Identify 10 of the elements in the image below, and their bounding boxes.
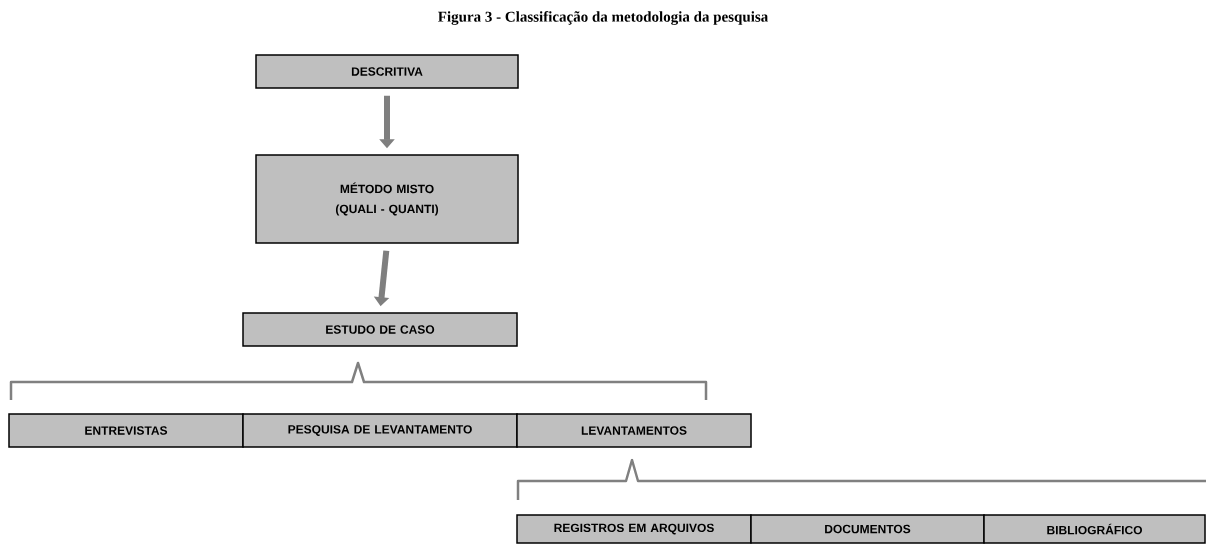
method-box: LEVANTAMENTOS — [516, 413, 752, 448]
method-box: MÉTODO MISTO (QUALI - QUANTI) — [255, 154, 519, 244]
method-box: PESQUISA DE LEVANTAMENTO — [242, 413, 518, 448]
method-box: ENTREVISTAS — [8, 413, 244, 448]
method-box: BIBLIOGRÁFICO — [983, 514, 1206, 544]
method-box: DESCRITIVA — [255, 54, 519, 89]
method-box: ESTUDO DE CASO — [242, 312, 518, 347]
method-box: DOCUMENTOS — [750, 514, 985, 544]
figure-title: Figura 3 - Classificação da metodologia da pesquisa — [438, 11, 768, 25]
method-box: REGISTROS EM ARQUIVOS — [516, 514, 752, 544]
